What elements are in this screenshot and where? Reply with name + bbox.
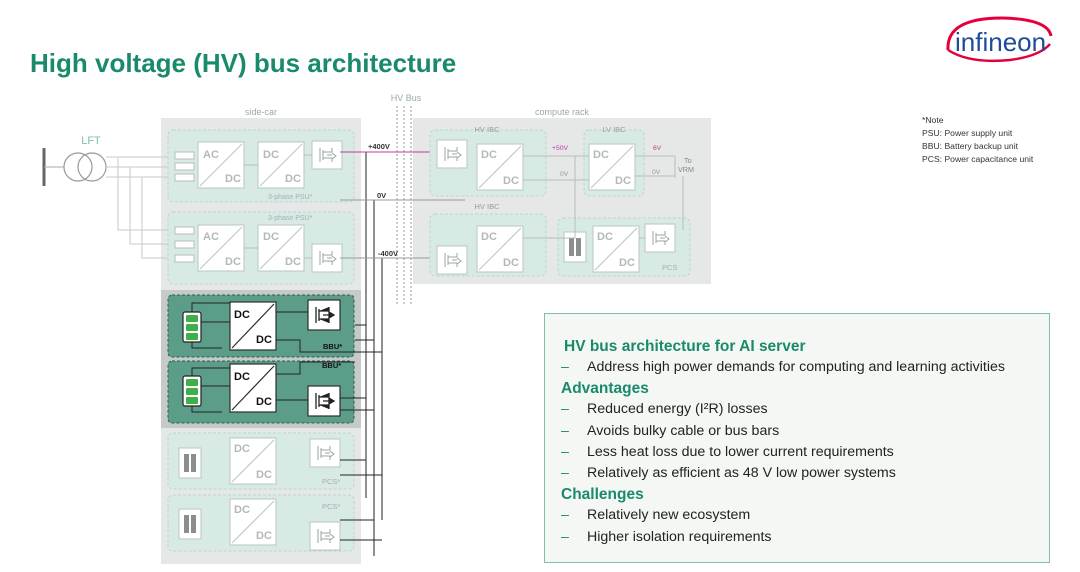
compute-rack-label: compute rack bbox=[535, 107, 590, 117]
psu-2-label: 3-phase PSU* bbox=[268, 215, 313, 222]
svg-text:DC: DC bbox=[225, 256, 241, 268]
note-line: PSU: Power supply unit bbox=[922, 128, 1013, 138]
advantage-item: –Reduced energy (I²R) losses bbox=[561, 401, 768, 418]
info-box: HV bus architecture for AI server –Addre… bbox=[544, 313, 1050, 563]
pcs-side-2-label: PCS* bbox=[322, 502, 340, 511]
lft-transformer: LFT bbox=[42, 135, 107, 186]
lv-ibc-label: LV IBC bbox=[602, 125, 626, 134]
psu-2: 3-phase PSU* AC DC DC DC bbox=[167, 211, 355, 285]
ac-feed-lines bbox=[106, 156, 175, 259]
svg-text:DC: DC bbox=[256, 396, 272, 408]
sidecar-label: side-car bbox=[245, 107, 277, 117]
svg-text:DC: DC bbox=[593, 149, 609, 161]
svg-text:infineon: infineon bbox=[955, 27, 1046, 57]
advantage-item: –Avoids bulky cable or bus bars bbox=[561, 422, 780, 439]
svg-text:DC: DC bbox=[481, 149, 497, 161]
note-line: BBU: Battery backup unit bbox=[922, 141, 1019, 151]
v50-label: +50V bbox=[552, 145, 569, 152]
rail-minus400-label: -400V bbox=[378, 249, 398, 258]
svg-text:DC: DC bbox=[263, 231, 279, 243]
info-intro-item: –Address high power demands for computin… bbox=[561, 359, 1005, 375]
svg-text:DC: DC bbox=[256, 334, 272, 346]
svg-text:DC: DC bbox=[234, 443, 250, 455]
rail-plus400-label: +400V bbox=[368, 142, 390, 151]
lft-label: LFT bbox=[81, 135, 101, 147]
svg-text:DC: DC bbox=[256, 530, 272, 542]
svg-text:DC: DC bbox=[225, 173, 241, 185]
hv-ibc-2-label: HV IBC bbox=[474, 202, 500, 211]
challenge-item: –Relatively new ecosystem bbox=[561, 507, 751, 524]
svg-text:AC: AC bbox=[203, 149, 219, 161]
v6-label: 6V bbox=[653, 145, 662, 152]
challenge-item: –Higher isolation requirements bbox=[561, 528, 772, 545]
bbu-2: DC DC BBU* bbox=[182, 361, 355, 417]
svg-text:DC: DC bbox=[234, 504, 250, 516]
note-line: PCS: Power capacitance unit bbox=[922, 154, 1034, 164]
pcs-side-1: DC DC PCS* bbox=[167, 432, 355, 490]
bbu-1-label: BBU* bbox=[323, 342, 342, 351]
info-heading: HV bus architecture for AI server bbox=[564, 338, 806, 355]
pcs-rack-label: PCS bbox=[662, 263, 677, 272]
advantages-heading: Advantages bbox=[561, 380, 649, 398]
page-title: High voltage (HV) bus architecture bbox=[30, 48, 457, 78]
infineon-logo: infineon bbox=[946, 16, 1053, 63]
svg-text:DC: DC bbox=[503, 175, 519, 187]
challenges-heading: Challenges bbox=[561, 486, 644, 504]
v0b-label: 0V bbox=[652, 169, 661, 176]
hv-bus-label: HV Bus bbox=[391, 93, 422, 103]
note: *Note PSU: Power supply unit BBU: Batter… bbox=[922, 114, 1033, 166]
advantage-item: –Relatively as efficient as 48 V low pow… bbox=[561, 465, 896, 482]
svg-text:DC: DC bbox=[234, 309, 250, 321]
svg-text:DC: DC bbox=[619, 257, 635, 269]
hv-ibc-1: HV IBC DC DC bbox=[429, 125, 547, 197]
svg-text:DC: DC bbox=[285, 173, 301, 185]
pcs-rack: DC DC PCS bbox=[557, 217, 691, 277]
svg-text:DC: DC bbox=[503, 257, 519, 269]
svg-text:DC: DC bbox=[263, 149, 279, 161]
svg-text:DC: DC bbox=[597, 231, 613, 243]
hv-bus: +400V 0V -400V bbox=[340, 106, 465, 556]
v0a-label: 0V bbox=[560, 171, 569, 178]
svg-text:DC: DC bbox=[615, 175, 631, 187]
pcs-side-1-label: PCS* bbox=[322, 477, 340, 486]
svg-text:DC: DC bbox=[481, 231, 497, 243]
lv-ibc: LV IBC DC DC bbox=[583, 125, 645, 197]
note-heading: *Note bbox=[922, 115, 944, 125]
rail-zero-label: 0V bbox=[377, 191, 386, 200]
compute-wiring: +50V 0V 6V 0V To VRM bbox=[523, 145, 694, 239]
svg-text:AC: AC bbox=[203, 231, 219, 243]
svg-text:DC: DC bbox=[285, 256, 301, 268]
bbu-2-label: BBU* bbox=[322, 361, 341, 370]
to-label: To bbox=[684, 156, 692, 165]
psu-1-label: 3-phase PSU* bbox=[268, 194, 313, 201]
vrm-label: VRM bbox=[678, 165, 694, 174]
hv-ibc-1-label: HV IBC bbox=[474, 125, 500, 134]
hv-ibc-2: HV IBC DC DC bbox=[429, 202, 547, 277]
advantage-item: –Less heat loss due to lower current req… bbox=[561, 443, 894, 460]
svg-text:DC: DC bbox=[234, 371, 250, 383]
bbu-1: DC DC BBU* bbox=[182, 299, 355, 353]
psu-1: AC DC DC DC 3-phase PSU* bbox=[167, 129, 355, 203]
pcs-side-2: DC DC PCS* bbox=[167, 494, 355, 552]
svg-text:DC: DC bbox=[256, 469, 272, 481]
